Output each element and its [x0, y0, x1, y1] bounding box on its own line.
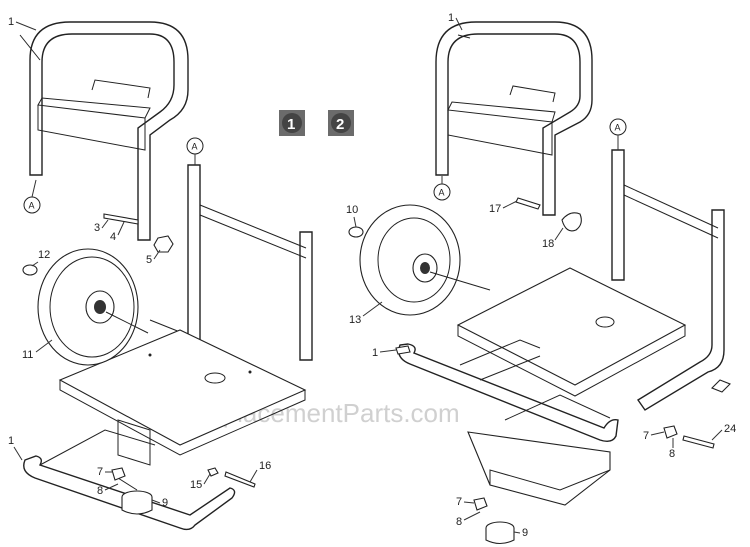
- ref-marker-right-handle: A: [433, 176, 451, 201]
- right-mount-bracket: [467, 431, 611, 506]
- left-cart-assembly: [19, 21, 313, 531]
- callout-17-right: 17: [489, 203, 501, 215]
- callout-5-left: 5: [146, 254, 152, 266]
- svg-text:1: 1: [287, 116, 295, 133]
- callout-7-right-lower: 7: [456, 496, 462, 508]
- svg-text:A: A: [29, 201, 35, 211]
- callout-7-left: 7: [97, 466, 103, 478]
- svg-text:A: A: [192, 142, 198, 152]
- right-handle-tube: [435, 21, 593, 216]
- callout-11-left: 11: [22, 349, 33, 361]
- callout-1-mid-right: 1: [372, 347, 378, 359]
- callout-7-right-upper: 7: [643, 430, 649, 442]
- callout-8-right-upper: 8: [669, 448, 675, 460]
- view-badge-2: 2: [328, 110, 354, 136]
- left-handle-tube: [29, 21, 189, 241]
- left-frame-upright: [187, 164, 201, 356]
- knob-18: [561, 212, 582, 232]
- callout-1-top-left: 1: [8, 16, 14, 28]
- callout-24-right: 24: [724, 423, 736, 435]
- callout-8-right-lower: 8: [456, 516, 462, 528]
- callout-15-left: 15: [190, 479, 202, 491]
- callout-16-left: 16: [259, 460, 271, 472]
- callout-3-left: 3: [94, 222, 100, 234]
- callout-1-top-right: 1: [448, 12, 454, 24]
- right-base-plate: [456, 267, 687, 386]
- ref-marker-left-frame: A: [186, 137, 204, 165]
- callout-12-left: 12: [38, 249, 50, 261]
- callout-9-left: 9: [162, 497, 168, 509]
- callout-9-right: 9: [522, 527, 528, 539]
- left-wheel: [37, 248, 149, 366]
- left-rubber-foot: [117, 477, 153, 515]
- right-wheel: [359, 204, 491, 316]
- svg-text:A: A: [439, 188, 445, 198]
- callout-1-bottom-left: 1: [8, 435, 14, 447]
- left-lower-rail: [23, 455, 236, 531]
- callout-4-left: 4: [110, 231, 116, 243]
- ref-marker-left-handle: A: [23, 179, 41, 214]
- callout-18-right: 18: [542, 238, 554, 250]
- callout-10-right: 10: [346, 204, 358, 216]
- ref-marker-right-frame: A: [609, 118, 627, 150]
- svg-text:A: A: [615, 123, 621, 133]
- view-badge-1: 1: [279, 110, 305, 136]
- right-lower-rail: [398, 343, 619, 443]
- right-side-bar: [636, 209, 725, 411]
- right-cart-assembly: [348, 21, 731, 545]
- callout-13-right: 13: [349, 314, 361, 326]
- callouts-right: 1 17 18 10 13 1 7 8 24 7 8 9: [346, 12, 736, 539]
- svg-text:2: 2: [336, 116, 344, 133]
- right-rubber-foot: [485, 521, 515, 545]
- callout-8-left: 8: [97, 485, 103, 497]
- callouts-left: 1 3 4 5 12 11 1 7 8 9 15 16: [8, 16, 271, 509]
